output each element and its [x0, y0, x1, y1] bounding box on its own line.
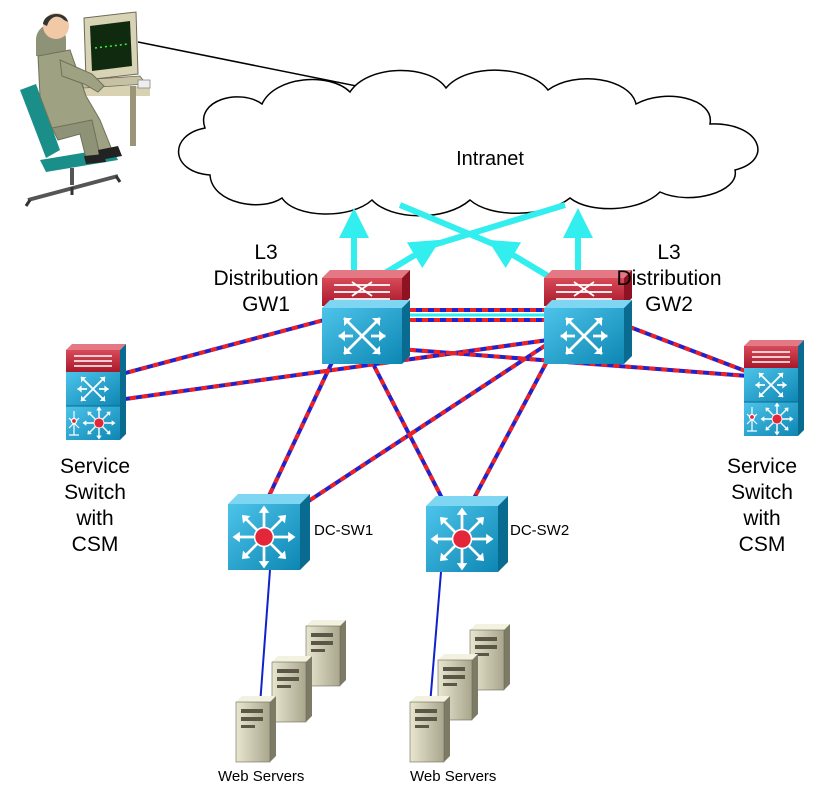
web-servers-left-icon	[235, 619, 347, 763]
intranet-label: Intranet	[456, 148, 524, 170]
service-left-line1: Service	[59, 455, 131, 478]
gw1-label-line1: L3	[254, 241, 278, 264]
service-left-line4: CSM	[71, 533, 119, 556]
service-left-line3: with	[76, 507, 114, 530]
gw2-label-line2: Distribution	[616, 267, 722, 290]
uplinks	[339, 202, 593, 279]
gw2-label: L3 Distribution GW2	[604, 240, 734, 318]
service-right-line1: Service	[726, 455, 798, 478]
intranet-cloud	[177, 69, 759, 217]
gw1-label-line3: GW1	[242, 293, 290, 316]
dc-sw2-label: DC-SW2	[510, 522, 570, 539]
gw1-switch-icon	[322, 300, 410, 364]
web-servers-right-icon	[409, 623, 511, 763]
service-switch-left-label: Service Switch with CSM	[40, 454, 150, 558]
gw2-label-line3: GW2	[645, 293, 693, 316]
user-workstation-icon	[20, 11, 151, 207]
service-right-line2: Switch	[731, 481, 793, 504]
service-right-line4: CSM	[738, 533, 786, 556]
service-switch-right-label: Service Switch with CSM	[712, 454, 812, 558]
dc-sw1-label: DC-SW1	[314, 522, 374, 539]
service-right-line3: with	[743, 507, 781, 530]
gw2-label-line1: L3	[657, 241, 681, 264]
service-left-line2: Switch	[64, 481, 126, 504]
dc-sw1-icon	[228, 494, 310, 570]
service-switch-right-icon	[744, 340, 804, 436]
trunk-links	[117, 308, 749, 510]
service-switch-left-icon	[66, 344, 126, 440]
web-servers-left-label: Web Servers	[218, 768, 305, 785]
server-links	[259, 569, 442, 706]
gw1-label: L3 Distribution GW1	[206, 240, 326, 318]
web-servers-right-label: Web Servers	[410, 768, 497, 785]
dc-sw2-icon	[426, 496, 508, 572]
gw1-label-line2: Distribution	[213, 267, 319, 290]
